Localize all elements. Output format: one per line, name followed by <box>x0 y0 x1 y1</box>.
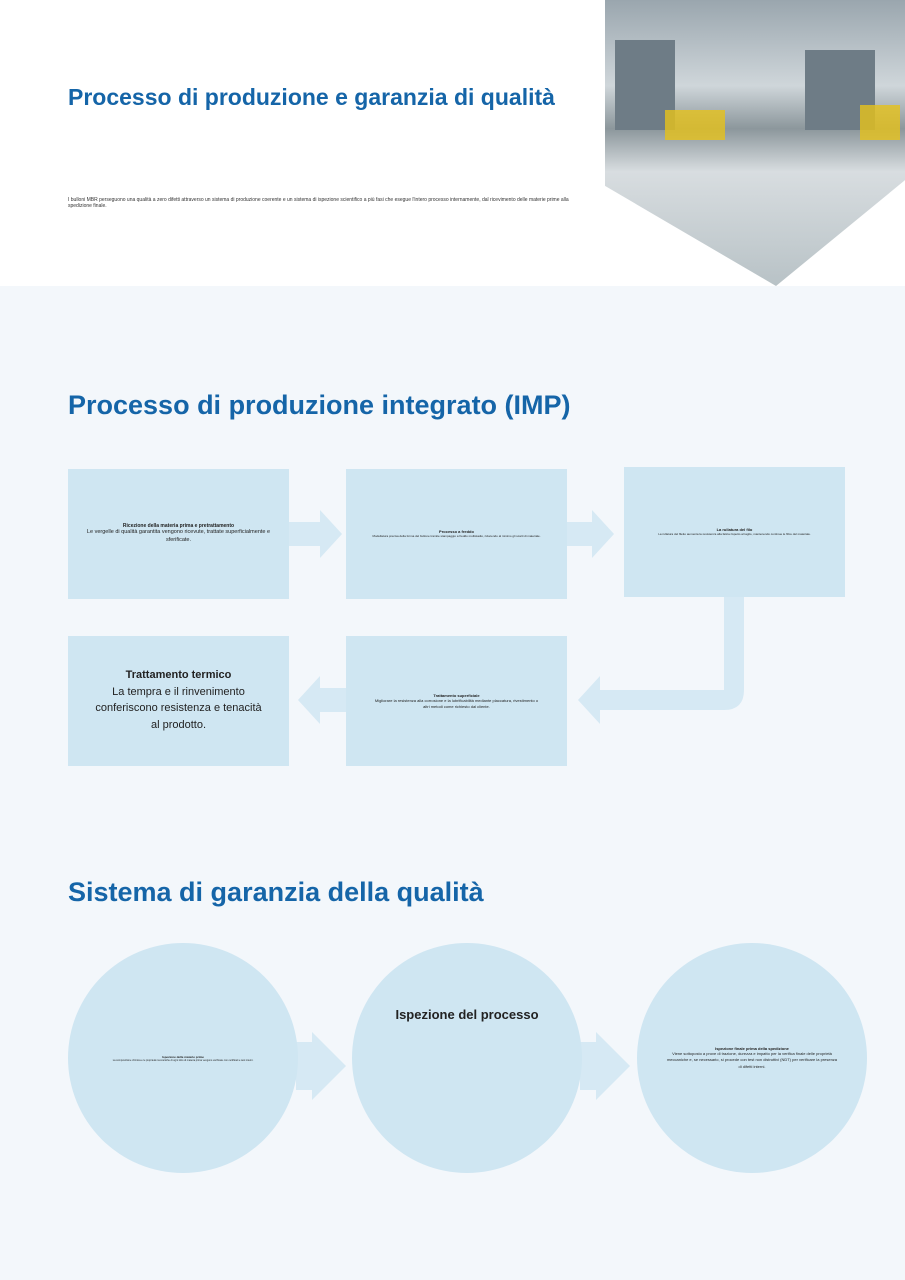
step-title: Ispezione del processo <box>395 1007 539 1022</box>
imp-step-2: Processo a freddo Modellatura precisa de… <box>346 469 567 599</box>
arrow-right-icon <box>296 1032 346 1100</box>
step-desc: La rullatura del filetto aumenta la resi… <box>658 532 811 537</box>
step-desc: La composizione chimica e le proprietà m… <box>112 1058 254 1062</box>
step-title: Processo a freddo <box>439 529 474 535</box>
arrow-left-icon <box>298 676 346 724</box>
qa-section-title: Sistema di garanzia della qualità <box>68 877 484 907</box>
step-desc: Viene sottoposto a prove di trazione, du… <box>666 1050 838 1069</box>
imp-section-title: Processo di produzione integrato (IMP) <box>68 390 571 420</box>
process-arrows <box>288 510 744 724</box>
arrow-right-icon <box>288 510 342 558</box>
arrow-right-icon <box>566 510 614 558</box>
qa-step-3: Ispezione finale prima della spedizione … <box>637 943 867 1173</box>
qa-arrows <box>296 1032 630 1100</box>
step-desc: Le vergelle di qualità garantita vengono… <box>86 529 271 543</box>
step-title: Trattamento termico <box>125 668 232 681</box>
qa-step-1: Ispezione delle materie prime La composi… <box>68 943 298 1173</box>
page-title: Processo di produzione e garanzia di qua… <box>68 84 555 110</box>
imp-step-4: Trattamento termico La tempra e il rinve… <box>68 636 289 766</box>
step-title: Ispezione delle materie prime <box>162 1054 204 1059</box>
step-desc: Modellatura precisa della forma del bull… <box>372 534 541 539</box>
step-title: Ricezione della materia prima e pretratt… <box>122 523 235 530</box>
step-title: Ispezione finale prima della spedizione <box>715 1045 789 1051</box>
qa-step-2: Ispezione del processo <box>352 943 582 1173</box>
imp-step-5: Trattamento superficiale Migliorare la r… <box>346 636 567 766</box>
imp-step-3: La rullatura del filo La rullatura del f… <box>624 467 845 597</box>
step-desc: Migliorare la resistenza alla corrosione… <box>374 697 539 709</box>
step-title: Trattamento superficiale <box>433 692 480 698</box>
arrow-down-left-icon <box>578 597 744 724</box>
arrow-right-icon <box>580 1032 630 1100</box>
intro-text: I bulloni MBR perseguono una qualità a z… <box>68 197 569 209</box>
imp-step-1: Ricezione della materia prima e pretratt… <box>68 469 289 599</box>
step-desc: La tempra e il rinvenimento conferiscono… <box>95 685 262 731</box>
step-title: La rullatura del filo <box>716 527 753 533</box>
